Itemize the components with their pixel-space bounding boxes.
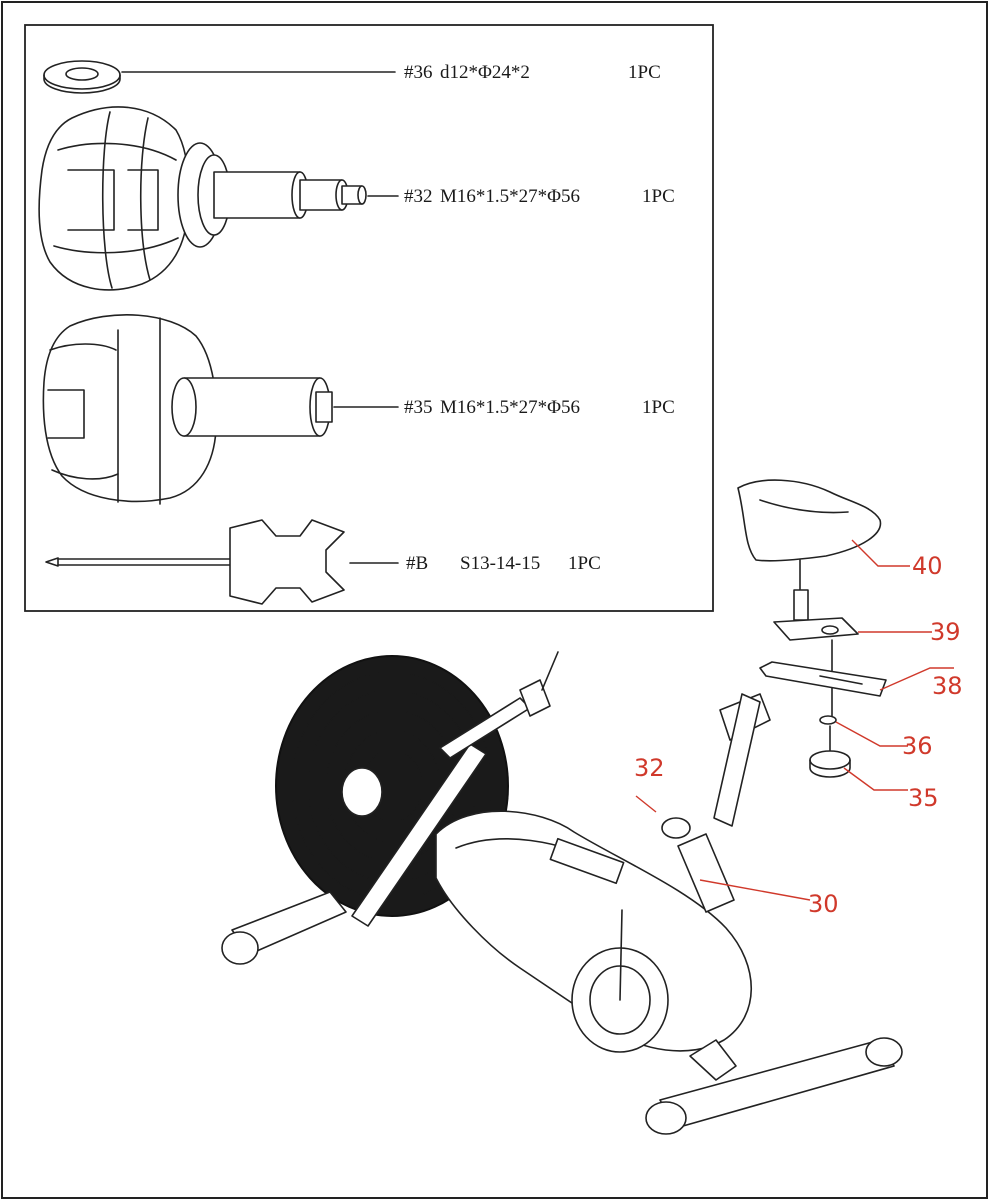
- part-spec-32: M16*1.5*27*Φ56: [440, 186, 580, 207]
- callout-35: 35: [908, 784, 939, 812]
- exploded-seat-parts: [737, 479, 954, 791]
- part-spec-35: M16*1.5*27*Φ56: [440, 397, 580, 418]
- handle-arm-front: [351, 743, 487, 927]
- wrench-b-drawing: [45, 519, 345, 605]
- knob-35-drawing: [42, 314, 333, 505]
- callout-36: 36: [902, 732, 933, 760]
- callout-32: 32: [634, 754, 665, 782]
- frame-main-body: [435, 810, 752, 1052]
- seat-clamp-39: [773, 617, 859, 641]
- parts-box-frame: [24, 24, 714, 612]
- part-code-32: #32: [404, 186, 433, 207]
- part-qty-32: 1PC: [642, 186, 675, 207]
- seat-40: [737, 479, 882, 562]
- part-spec-36: d12*Φ24*2: [440, 62, 530, 83]
- part-code-36: #36: [404, 62, 433, 83]
- callout-38: 38: [932, 672, 963, 700]
- seat-slider-38: [759, 661, 887, 697]
- air-bike-assembly: [221, 651, 903, 1135]
- part-spec-b: S13-14-15: [460, 553, 540, 574]
- callout-40: 40: [912, 552, 943, 580]
- washer-36-drawing: [43, 60, 121, 94]
- knob-35: [809, 750, 851, 770]
- washer-36: [819, 715, 837, 725]
- part-qty-35: 1PC: [642, 397, 675, 418]
- seat-tube-30: [677, 833, 735, 913]
- part-qty-36: 1PC: [628, 62, 661, 83]
- knob-32-drawing: [38, 106, 367, 291]
- knob-32: [661, 817, 691, 839]
- part-qty-b: 1PC: [568, 553, 601, 574]
- callout-30: 30: [808, 890, 839, 918]
- hardware-parts-box: #36 d12*Φ24*2 1PC #32 M16*1.5*27*Φ56 1PC: [24, 24, 714, 612]
- part-code-35: #35: [404, 397, 433, 418]
- callout-39: 39: [930, 618, 961, 646]
- part-code-b: #B: [406, 553, 428, 574]
